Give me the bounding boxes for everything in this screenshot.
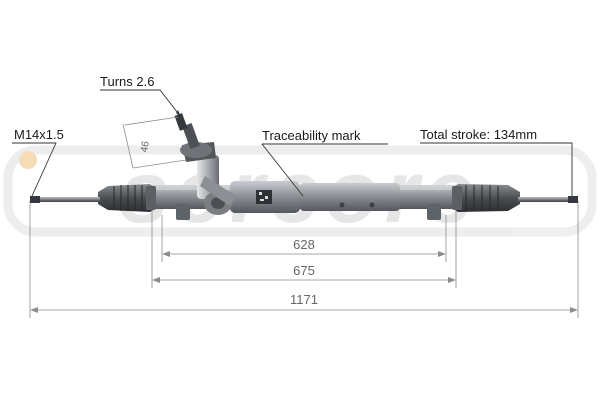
pinion-valve-housing bbox=[174, 113, 236, 215]
turns-label: Turns 2.6 bbox=[100, 74, 154, 89]
dimension-1171-label: 1171 bbox=[290, 292, 318, 307]
traceability-patch bbox=[256, 190, 272, 204]
stroke-label: Total stroke: 134mm bbox=[420, 127, 537, 142]
dimension-lines bbox=[29, 200, 579, 318]
left-tie-rod bbox=[30, 196, 100, 203]
left-boot bbox=[98, 184, 156, 212]
dimension-675 bbox=[152, 277, 456, 283]
traceability-label: Traceability mark bbox=[262, 128, 361, 143]
dimension-628-label: 628 bbox=[293, 237, 315, 252]
dimension-1171 bbox=[30, 307, 578, 313]
turns-arrowhead bbox=[176, 110, 181, 117]
pinion-dimension-label: 46 bbox=[139, 140, 152, 153]
right-boot bbox=[452, 184, 520, 212]
dimension-628 bbox=[162, 251, 446, 257]
dimension-675-label: 675 bbox=[293, 263, 315, 278]
right-tie-rod bbox=[518, 196, 578, 203]
leader-lines bbox=[12, 89, 573, 197]
pinion-dimension bbox=[122, 116, 187, 169]
thread-label: M14x1.5 bbox=[14, 127, 64, 142]
